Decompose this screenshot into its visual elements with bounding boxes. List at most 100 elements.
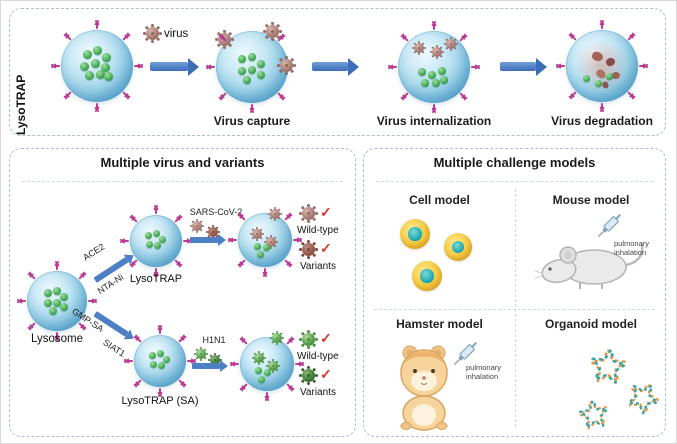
enzyme-dot-icon [60,292,68,301]
antibody-icon [627,91,634,98]
arrow-icon [190,234,226,246]
virus-icon [270,209,280,219]
organoid-model-label: Organoid model [544,317,637,331]
enzyme-dot-icon [156,349,164,357]
antibody-icon [178,379,185,386]
antibody-icon [96,23,98,29]
enzyme-dot-icon [262,244,270,252]
virus-label: virus [164,28,189,40]
enzyme-dot-icon [243,75,252,84]
antibody-icon [134,65,140,67]
enzyme-dot-icon [53,298,62,307]
antibody-icon [123,240,129,242]
linker-label-siat1: SIAT1 [101,337,128,359]
enzyme-dot-icon [257,70,266,79]
antibody-icon [639,65,645,67]
antibody-icon [242,339,248,345]
antibody-icon [233,363,239,365]
antibody-icon [264,268,266,274]
antibody-icon [131,216,138,223]
enzyme-dot-icon [43,299,52,308]
block-arrow-icon [500,57,547,76]
enzyme-dot-icon [53,286,62,295]
lysosome-sphere [20,264,94,338]
enzyme-dot-icon [428,71,437,80]
cell-icon [444,233,472,261]
antibody-icon [174,216,181,223]
enzyme-dot-icon [100,63,110,73]
enzyme-dot-icon [48,307,57,315]
challenge-models-title: Multiple challenge models [433,155,596,170]
enzyme-dot-icon [421,78,430,87]
antibody-icon [293,239,299,241]
antibody-icon [295,363,301,365]
virus-icon [268,361,278,371]
enzyme-dot-icon [82,50,92,60]
antibody-icon [183,240,189,242]
antibody-icon [559,65,565,67]
syringe-icon [597,213,622,238]
virus-icon [432,47,442,57]
lysotrap-capture-sphere [231,209,299,274]
checkmark-icon: ✓ [320,204,332,220]
antibody-icon [286,339,292,345]
virus-icon [272,333,282,343]
antibody-icon [65,91,72,98]
antibody-icon [178,336,185,343]
checkmark-icon: ✓ [320,240,332,256]
enzyme-dot-icon [149,361,157,368]
enzyme-dot-icon [157,362,165,370]
antibody-icon [127,360,133,362]
hamster-illustration [400,345,448,431]
antibody-icon [251,104,253,110]
enzyme-dot-icon [158,235,166,243]
enzyme-dot-icon [93,45,103,55]
antibody-icon [627,34,634,41]
variant-virus-icon [302,369,315,382]
antibody-icon [601,103,603,109]
antibody-icon [284,259,290,265]
antibody-icon [570,91,577,98]
quadrant-divider-vertical [515,189,516,427]
virus-icon [146,27,159,40]
antibody-icon [30,322,36,328]
enzyme-dot-icon [254,242,262,250]
antibody-icon [135,336,142,343]
antibody-icon [30,274,36,280]
wild-type-label: Wild-type [297,351,339,362]
virus-variants-panel: Multiple virus and variants Lysosome ACE… [9,148,356,437]
antibody-icon [391,66,397,68]
enzyme-dot-icon [104,71,114,81]
receptor-label-ace2: ACE2 [81,241,107,263]
antibody-icon [159,328,161,334]
virus-icon [208,227,218,237]
lysotrap-label: LysoTRAP [129,273,183,285]
checkmark-icon: ✓ [320,366,332,382]
antibody-icon [433,104,435,110]
virus-icon [266,25,279,38]
antibody-icon [20,300,26,302]
virus-icon [196,349,206,359]
antibody-icon [433,24,435,30]
antibody-icon [286,383,292,389]
lysotrap-sa-capture-sphere [233,333,301,398]
antibody-icon [88,300,94,302]
enzyme-dot-icon [257,59,266,68]
checkmark-icon: ✓ [320,330,332,346]
enzyme-dot-icon [258,375,266,383]
antibody-icon [135,379,142,386]
antibody-icon [159,388,161,394]
organoid-icon [578,399,609,430]
virus-icon [266,237,276,247]
enzyme-dot-icon [144,231,152,239]
virus-icon [210,355,220,365]
antibody-icon [266,392,268,398]
virus-icon [254,353,264,363]
antibody-icon [78,274,84,280]
wild-type-virus-icon [302,207,315,220]
enzyme-dot-icon [263,369,271,377]
antibody-icon [242,383,248,389]
antibody-icon [231,239,237,241]
lysotrap-mechanism-panel: LysoTRAP virus Virus capture Virus inter… [9,8,666,136]
enzyme-dot-icon [102,53,112,63]
